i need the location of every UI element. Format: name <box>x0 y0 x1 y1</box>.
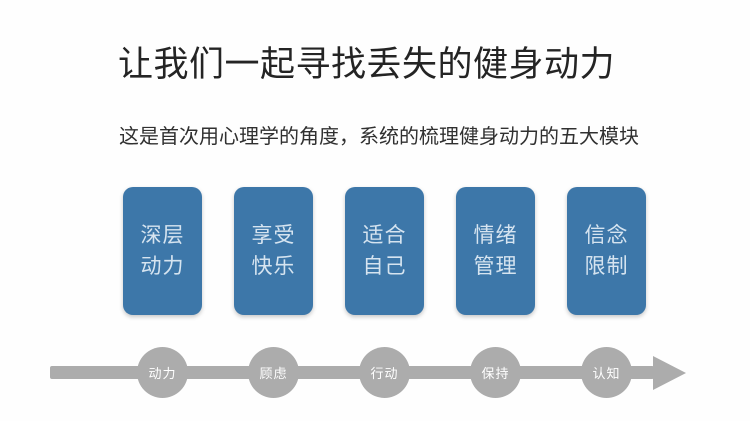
timeline-step-concerns: 顾虑 <box>248 347 299 398</box>
timeline-step-label: 认知 <box>592 366 621 381</box>
module-card-fit-self: 适合自己 <box>345 187 424 315</box>
slide-subtitle: 这是首次用心理学的角度，系统的梳理健身动力的五大模块 <box>119 126 639 148</box>
timeline-step-maintain: 保持 <box>470 347 521 398</box>
timeline-arrowhead-icon <box>653 356 686 390</box>
timeline-step-motivation: 动力 <box>137 347 188 398</box>
module-card-label: 信念限制 <box>585 220 629 282</box>
module-card-label: 情绪管理 <box>474 220 518 282</box>
module-card-label: 深层动力 <box>141 220 185 282</box>
module-label-line: 情绪 <box>473 224 518 247</box>
module-card-enjoy-fun: 享受快乐 <box>234 187 313 315</box>
timeline-step-label: 行动 <box>370 366 399 381</box>
module-label-line: 管理 <box>473 255 518 278</box>
module-card-label: 享受快乐 <box>252 220 296 282</box>
module-label-line: 信念 <box>584 224 629 247</box>
module-label-line: 适合 <box>362 224 407 247</box>
module-label-line: 快乐 <box>251 255 296 278</box>
module-label-line: 限制 <box>584 255 629 278</box>
timeline-step-label: 保持 <box>481 366 510 381</box>
slide-title: 让我们一起寻找丢失的健身动力 <box>118 45 616 84</box>
timeline-step-cognition: 认知 <box>581 347 632 398</box>
module-label-line: 动力 <box>140 255 185 278</box>
module-card-belief-limits: 信念限制 <box>567 187 646 315</box>
module-label-line: 深层 <box>140 224 185 247</box>
module-card-deep-motivation: 深层动力 <box>123 187 202 315</box>
module-card-emotion-management: 情绪管理 <box>456 187 535 315</box>
timeline-step-label: 顾虑 <box>259 366 288 381</box>
timeline-step-action: 行动 <box>359 347 410 398</box>
module-card-label: 适合自己 <box>363 220 407 282</box>
module-label-line: 享受 <box>251 224 296 247</box>
timeline-step-label: 动力 <box>148 366 177 381</box>
module-label-line: 自己 <box>362 255 407 278</box>
